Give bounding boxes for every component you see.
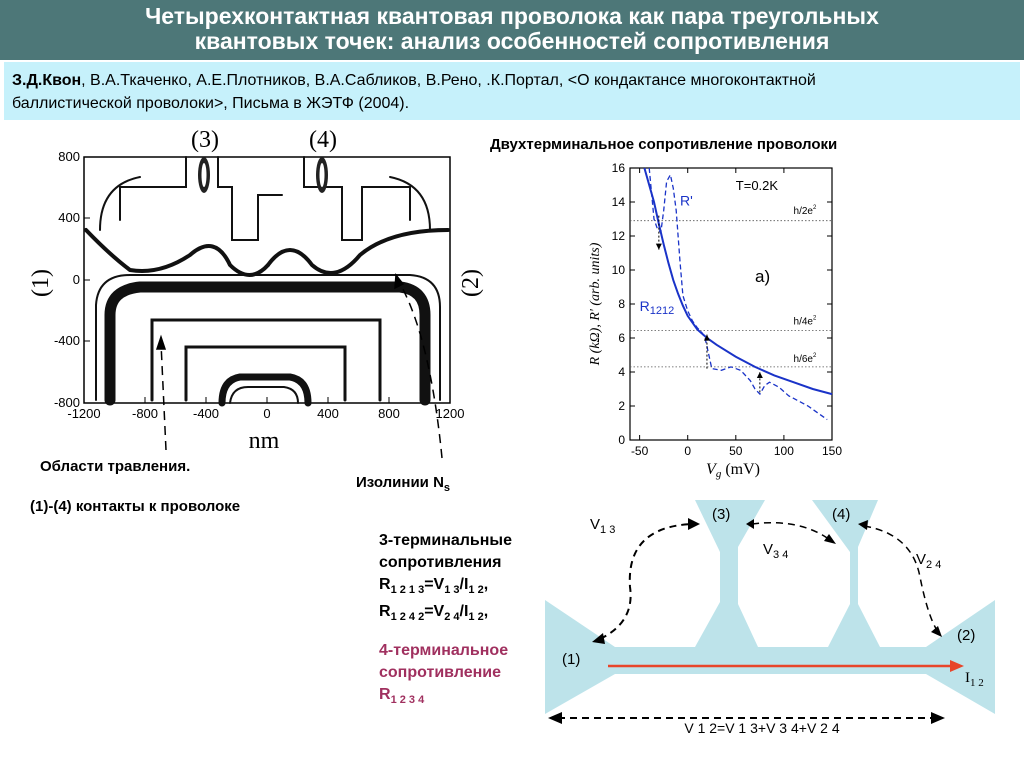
device-contact-4: (4) (832, 506, 850, 523)
y-tick-label: 12 (612, 229, 626, 243)
contact-stub-cores (201, 163, 325, 187)
map-y-tick: -800 (54, 395, 80, 410)
formula-block: 3-терминальные сопротивления R1 2 1 3=V1… (379, 530, 512, 712)
current-i12: I1 2 (965, 670, 984, 689)
y-tick-label: 16 (612, 161, 626, 175)
map-x-tick: 400 (317, 406, 339, 421)
map-contact-3-label: (3) (191, 127, 219, 153)
citation-authors: , В.А.Ткаченко, А.Е.Плотников, В.А.Сабли… (81, 72, 816, 89)
x-tick-label: -50 (631, 444, 649, 458)
map-contact-2-label: (2) (458, 269, 484, 297)
map-x-tick: 1200 (436, 406, 465, 421)
map-frame (83, 156, 451, 404)
step-arrowhead (655, 243, 662, 250)
three-terminal-line-1: 3-терминальные (379, 532, 512, 549)
current-arrow (608, 660, 964, 672)
four-terminal-line-2: сопротивление (379, 664, 502, 682)
isoline-map-figure: 800 400 0 -400 -800 -1200 -800 -400 0 40… (28, 127, 484, 515)
step-arrowhead (756, 372, 763, 378)
x-tick-label: 0 (684, 444, 691, 458)
map-y-tick: 0 (73, 272, 80, 287)
y-tick-label: 14 (612, 195, 626, 209)
voltage-v24: V2 4 (916, 551, 941, 571)
citation-first-author: З.Д.Квон (12, 72, 82, 89)
chart-x-label: Vg (mV) (706, 461, 760, 480)
formula-r1213: R1 2 1 3=V1 3/I1 2, (379, 576, 489, 597)
three-terminal-line-2: сопротивления (379, 554, 502, 571)
map-x-tick: -1200 (67, 406, 100, 421)
map-y-ticks: 800 400 0 -400 -800 (54, 149, 80, 410)
chart-step-arrows (655, 215, 763, 393)
map-x-ticks: -1200 -800 -400 0 400 800 1200 (67, 406, 464, 421)
y-tick-label: 0 (618, 433, 625, 447)
map-y-tick: 800 (58, 149, 80, 164)
y-tick-label: 10 (612, 263, 626, 277)
y-tick-label: 4 (618, 365, 625, 379)
chart-y-axis: 0 2 4 6 8 10 12 14 16 (612, 161, 832, 447)
device-contact-1: (1) (562, 651, 580, 668)
panel-label: a) (755, 267, 770, 286)
y-tick-label: 2 (618, 399, 625, 413)
map-axis-ticks (83, 156, 451, 404)
step-arrowhead (703, 334, 710, 341)
device-contact-3: (3) (712, 506, 730, 523)
voltage-arrowheads (548, 518, 945, 724)
device-body (545, 500, 995, 714)
etching-label: Области травления. (40, 458, 190, 475)
slide-title: Четырехконтактная квантовая проволока ка… (0, 0, 1024, 60)
formula-r1242: R1 2 4 2=V2 4/I1 2, (379, 603, 489, 624)
map-y-tick: -400 (54, 333, 80, 348)
voltage-v13: V1 3 (590, 516, 615, 536)
chart-y-label: R (kΩ), R' (arb. units) (588, 242, 603, 366)
isoline-bands (84, 156, 450, 407)
level-h6e2: h/6e2 (794, 353, 817, 365)
four-terminal-line-1: 4-терминальное (379, 642, 509, 660)
r-prime-label: R' (680, 192, 693, 208)
formula-r1234: R1 2 3 4 (379, 686, 425, 707)
chart-annotations: T=0.2K a) h/2e2 h/4e2 h/6e2 R' R1212 (640, 178, 817, 365)
temperature-label: T=0.2K (736, 178, 779, 193)
leader-lines (155, 273, 443, 459)
device-contact-2: (2) (957, 627, 975, 644)
level-h4e2: h/4e2 (794, 315, 817, 327)
map-x-tick: -800 (132, 406, 158, 421)
x-tick-label: 150 (822, 444, 842, 458)
device-labels: (3) (4) (1) (2) V1 3 V3 4 V2 4 (562, 506, 975, 668)
y-tick-label: 6 (618, 331, 625, 345)
title-line-2: квантовых точек: анализ особенностей соп… (194, 28, 830, 54)
map-contact-1-label: (1) (28, 269, 54, 297)
y-tick-label: 8 (618, 297, 625, 311)
r1212-label: R1212 (640, 298, 675, 317)
x-tick-label: 50 (729, 444, 743, 458)
map-contact-4-label: (4) (309, 127, 337, 153)
map-x-tick: -400 (193, 406, 219, 421)
citation-journal: баллистической проволоки>, Письма в ЖЭТФ… (12, 95, 410, 112)
chart-x-axis: -50 0 50 100 150 (631, 168, 842, 458)
map-x-tick: 800 (378, 406, 400, 421)
citation-box: З.Д.Квон, В.А.Ткаченко, А.Е.Плотников, В… (4, 62, 1020, 120)
device-schematic: (3) (4) (1) (2) V1 3 V3 4 V2 4 I1 2 V 1 … (545, 500, 995, 736)
voltage-v34: V3 4 (763, 541, 788, 561)
resistance-chart: 0 2 4 6 8 10 12 14 16 -50 0 50 100 150 T=0.2K a) h/2e2… (588, 161, 842, 480)
x-tick-label: 100 (774, 444, 794, 458)
contacts-label: (1)-(4) контакты к проволоке (30, 498, 240, 515)
voltage-arrows (558, 521, 939, 719)
reference-lines (630, 220, 832, 368)
isolines-label: Изолинии Ns (356, 474, 450, 494)
chart-title: Двухтерминальное сопротивление проволоки (490, 136, 838, 153)
map-x-tick: 0 (263, 406, 270, 421)
map-y-tick: 400 (58, 210, 80, 225)
map-x-unit: nm (249, 428, 280, 454)
level-h2e2: h/2e2 (794, 205, 817, 217)
voltage-sum-formula: V 1 2=V 1 3+V 3 4+V 2 4 (684, 720, 839, 736)
title-line-1: Четырехконтактная квантовая проволока ка… (145, 3, 879, 29)
four-terminal-block: 4-терминальное сопротивление R1 2 3 4 (379, 640, 512, 711)
series-r-prime (648, 167, 828, 421)
